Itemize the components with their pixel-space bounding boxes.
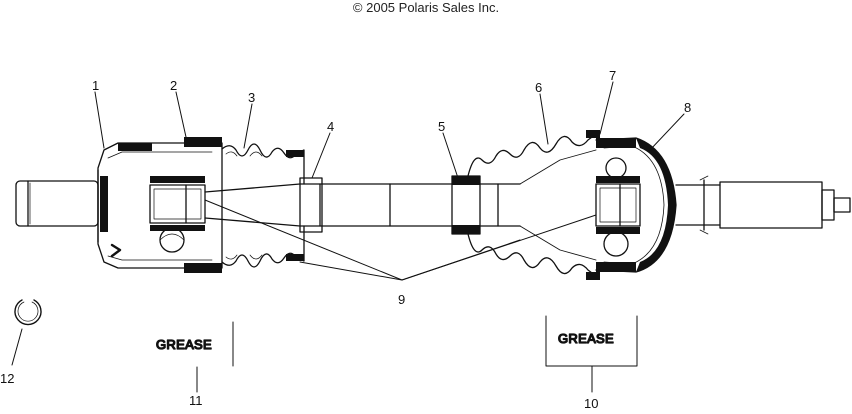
callout-1: 1 [92, 78, 99, 93]
callout-3: 3 [248, 90, 255, 105]
callout-6: 6 [535, 80, 542, 95]
callout-10: 10 [584, 396, 598, 409]
callout-12: 12 [0, 371, 14, 386]
callout-8: 8 [684, 100, 691, 115]
center-shaft [204, 175, 521, 235]
left-boot [221, 143, 305, 268]
left-cv-housing [97, 137, 223, 273]
right-inner-race [595, 157, 641, 257]
right-cv-housing [595, 137, 677, 273]
copyright-notice: © 2005 Polaris Sales Inc. [352, 0, 500, 15]
right-boot [467, 130, 600, 280]
grease-pack-left [196, 321, 234, 393]
right-stub-shaft [675, 175, 851, 235]
left-stub-shaft [15, 180, 99, 227]
grease-label-right: GREASE [558, 331, 614, 346]
left-inner-race [149, 176, 206, 253]
circlip-part [11, 299, 42, 366]
leader-lines [94, 81, 685, 281]
callout-11: 11 [189, 393, 203, 408]
grease-label-left: GREASE [156, 337, 212, 352]
callout-2: 2 [170, 78, 177, 93]
callout-4: 4 [327, 119, 334, 134]
callout-9: 9 [398, 292, 405, 307]
callout-7: 7 [609, 68, 616, 83]
callout-numbers: 1 2 3 4 5 6 7 8 9 10 11 12 [0, 68, 691, 411]
grease-pack-right [545, 315, 638, 393]
callout-5: 5 [438, 119, 445, 134]
